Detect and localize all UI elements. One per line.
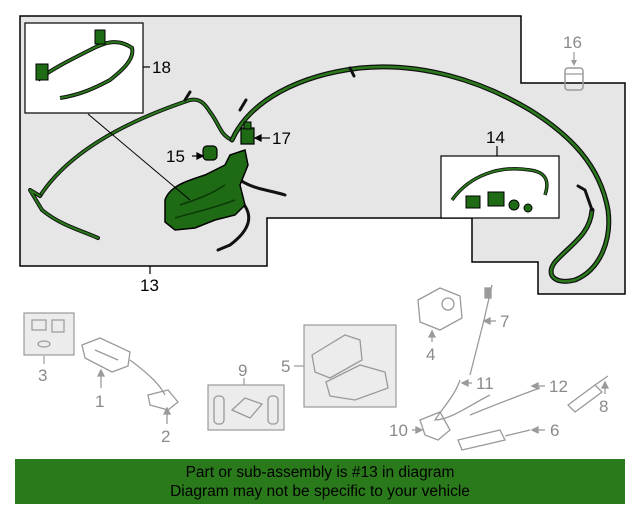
part-17-item <box>240 121 255 145</box>
label-4[interactable]: 4 <box>426 345 435 364</box>
part-15-item <box>202 145 218 161</box>
label-3[interactable]: 3 <box>38 366 47 385</box>
part-1-bracket <box>81 337 166 396</box>
label-12[interactable]: 12 <box>549 377 568 396</box>
part-4-pump <box>417 287 463 342</box>
label-7[interactable]: 7 <box>500 312 509 331</box>
notice-banner: Part or sub-assembly is #13 in diagram D… <box>15 459 625 504</box>
reservoir-module <box>164 149 249 231</box>
label-9[interactable]: 9 <box>238 361 247 380</box>
label-8[interactable]: 8 <box>599 397 608 416</box>
inset-14-box <box>440 155 560 219</box>
label-6[interactable]: 6 <box>550 421 559 440</box>
label-18[interactable]: 18 <box>152 58 171 77</box>
part-7-strut <box>469 284 496 376</box>
part-6-cylinder <box>457 425 545 451</box>
label-2[interactable]: 2 <box>161 427 170 446</box>
part-9-box <box>207 378 285 431</box>
part-11-hose <box>433 378 491 421</box>
part-2-bracket <box>147 389 179 424</box>
label-15[interactable]: 15 <box>166 147 185 166</box>
label-10[interactable]: 10 <box>389 421 408 440</box>
part-16 <box>564 52 584 91</box>
label-1[interactable]: 1 <box>95 392 104 411</box>
notice-line-1: Part or sub-assembly is #13 in diagram <box>185 463 455 481</box>
part-12-line <box>469 381 545 416</box>
label-14[interactable]: 14 <box>486 128 505 147</box>
label-11[interactable]: 11 <box>476 374 494 393</box>
active-leaders <box>143 66 498 274</box>
inset-18-box <box>24 22 191 201</box>
part-labels: 18 17 15 14 13 16 3 1 2 9 5 4 7 11 12 8 … <box>38 33 608 446</box>
label-17[interactable]: 17 <box>272 129 291 148</box>
part-8-cylinder <box>567 375 610 413</box>
label-5[interactable]: 5 <box>281 357 290 376</box>
label-13[interactable]: 13 <box>140 276 159 295</box>
part-5-box <box>294 324 397 408</box>
notice-line-2: Diagram may not be specific to your vehi… <box>170 482 470 500</box>
label-16[interactable]: 16 <box>563 33 582 52</box>
part-10-bracket <box>412 411 451 441</box>
part-3-box <box>23 312 75 364</box>
